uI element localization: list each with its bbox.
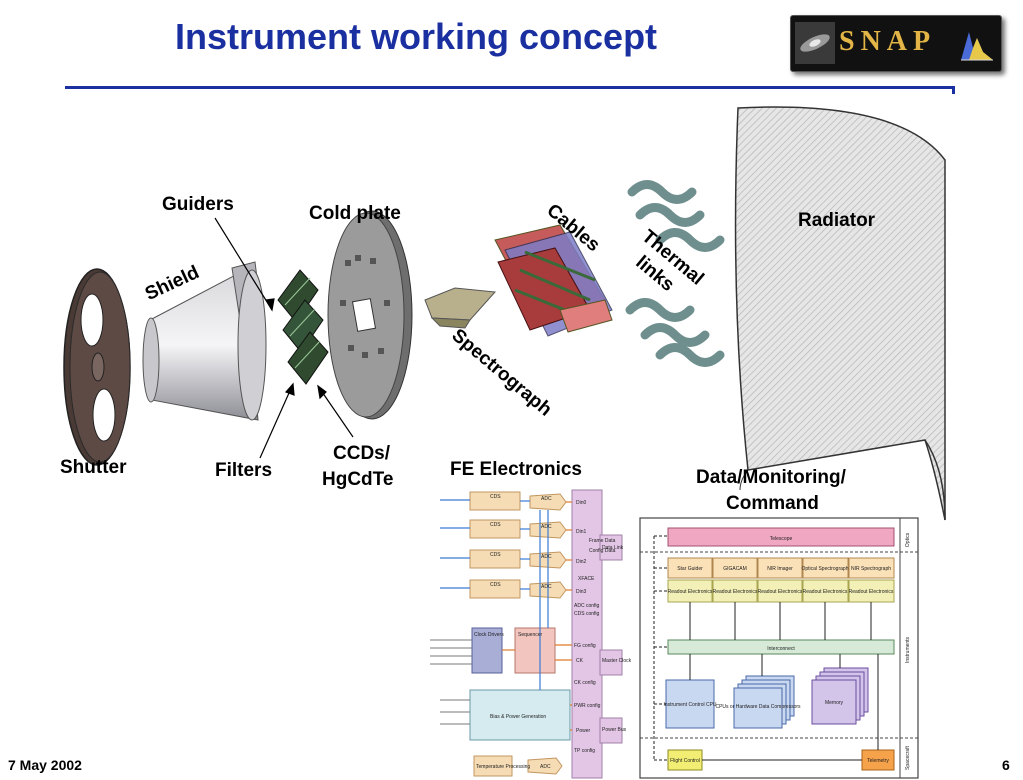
page-number: 6: [1002, 757, 1010, 773]
galaxy-icon: [795, 22, 835, 64]
fe-temp-processing-label: Temperature Processing: [476, 764, 530, 770]
label-data-monitoring-1: Data/Monitoring/: [696, 467, 846, 488]
fe-adc-label-1: ADC: [541, 496, 552, 502]
dmc-readout-label-2: Readout Electronics: [713, 589, 758, 595]
dmc-control-cpu-label: Instrument Control CPU: [663, 702, 716, 708]
fe-ck-config-label: CK config: [574, 680, 596, 686]
fe-pwr-config-label: PWR config: [574, 703, 601, 709]
pointer-lines: [214, 217, 354, 459]
fe-adc-config-label: ADC config: [574, 603, 600, 609]
fe-adc-label-2: ADC: [541, 524, 552, 530]
dmc-telescope-label: Telescope: [770, 536, 793, 542]
label-ccds-1: CCDs/: [333, 443, 391, 464]
fe-tp-config-label: TP config: [574, 748, 595, 754]
fe-cds-label-4: CDS: [490, 582, 501, 588]
dmc-readout-label-3: Readout Electronics: [758, 589, 803, 595]
dmc-diagram: Telescope Star Guider GIGACAM NIR Imager…: [639, 517, 919, 779]
fe-clock-drivers-label: Clock Drivers: [474, 632, 504, 638]
label-fe-electronics: FE Electronics: [450, 459, 582, 480]
fe-ck-label: CK: [576, 658, 584, 664]
fe-din2-label: Din2: [576, 559, 587, 565]
fe-config-data-label: Config Data: [589, 548, 616, 554]
dmc-memory-label: Memory: [825, 700, 844, 706]
label-data-monitoring-2: Command: [726, 493, 819, 514]
dmc-nir-imager-label: NIR Imager: [767, 566, 793, 572]
spectrum-icon: [961, 32, 993, 61]
dmc-telemetry-label: Telemetry: [867, 758, 889, 764]
shield-cone: [142, 261, 267, 421]
fe-adc-label-4: ADC: [541, 584, 552, 590]
fe-xface-label: XFACE: [578, 576, 595, 582]
fe-power-label: Power: [576, 728, 591, 734]
slide-title: Instrument working concept: [175, 16, 658, 57]
fe-cds-label-1: CDS: [490, 494, 501, 500]
dmc-instruments-label: Instruments: [905, 636, 911, 663]
cables-assembly: [494, 224, 613, 337]
fe-din0-label: Din0: [576, 500, 587, 506]
fe-bias-power-label: Bias & Power Generation: [490, 714, 546, 720]
label-shutter: Shutter: [60, 457, 127, 478]
dmc-optics-label: Optics: [905, 532, 911, 547]
title-rule-tick: [952, 86, 955, 94]
label-ccds-2: HgCdTe: [322, 469, 394, 490]
cold-plate: [327, 210, 413, 420]
dmc-readout-label-5: Readout Electronics: [849, 589, 894, 595]
fe-cds-label-3: CDS: [490, 552, 501, 558]
fe-sequencer-label: Sequencer: [518, 632, 543, 638]
radiator-panel: [734, 106, 946, 521]
fe-power-bus-label: Power Bus: [602, 727, 627, 733]
fe-fg-config-label: FG config: [574, 643, 596, 649]
dmc-readout-label-1: Readout Electronics: [668, 589, 713, 595]
dmc-optical-spectrograph-label: Optical Spectrograph: [802, 566, 849, 572]
dmc-flight-control-label: Flight Control: [670, 758, 700, 764]
detector-arrays: [277, 269, 329, 385]
label-radiator: Radiator: [798, 210, 876, 231]
footer-date: 7 May 2002: [8, 757, 82, 773]
fe-adc-temp-label: ADC: [540, 764, 551, 770]
thermal-links: [625, 180, 725, 367]
fe-din3-label: Din3: [576, 589, 587, 595]
title-rule: [65, 86, 955, 89]
snap-logo: SNAP: [790, 15, 1002, 72]
fe-electronics-diagram: CDS CDS CDS CDS ADC ADC ADC ADC Din0 Din…: [420, 486, 632, 779]
shutter-disk: [63, 268, 131, 466]
dmc-star-guider-label: Star Guider: [677, 566, 703, 572]
fe-data-link-label: Data Link: [602, 545, 624, 551]
spectrograph-body: [424, 287, 497, 329]
label-filters: Filters: [215, 460, 273, 481]
fe-cds-label-2: CDS: [490, 522, 501, 528]
dmc-spacecraft-label: Spacecraft: [905, 745, 911, 770]
dmc-readout-label-4: Readout Electronics: [803, 589, 848, 595]
dmc-cpus-label: CPUs or Hardware Data Compressors: [715, 704, 801, 710]
dmc-interconnect-label: Interconnect: [767, 646, 795, 652]
fe-adc-label-3: ADC: [541, 554, 552, 560]
label-cold-plate: Cold plate: [309, 203, 401, 224]
dmc-nir-spectrograph-label: NIR Spectrograph: [851, 566, 891, 572]
label-guiders: Guiders: [162, 194, 234, 215]
dmc-gigacam-label: GIGACAM: [723, 566, 747, 572]
logo-text: SNAP: [839, 26, 937, 57]
fe-din1-label: Din1: [576, 529, 587, 535]
fe-cds-config-label: CDS config: [574, 611, 600, 617]
fe-master-clock-label: Master Clock: [602, 658, 632, 664]
fe-frame-data-label: Frame Data: [589, 538, 616, 544]
